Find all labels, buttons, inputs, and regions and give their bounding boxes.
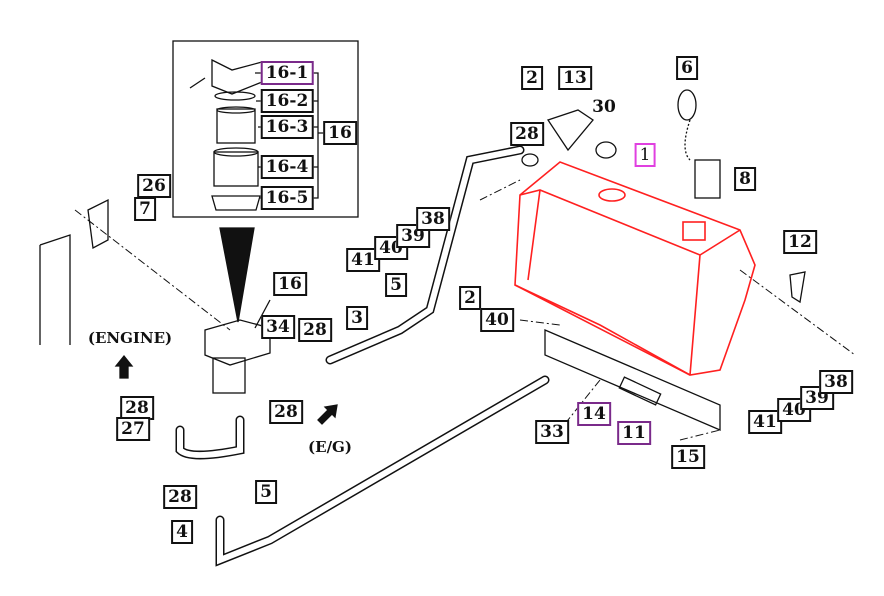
fuel-tank[interactable] <box>514 161 756 376</box>
bracket-7 <box>39 198 109 345</box>
fuel-cap <box>677 89 697 121</box>
strainer-8 <box>694 159 721 199</box>
callout-28[interactable]: 28 <box>298 318 332 342</box>
callout-16-3[interactable]: 16-3 <box>260 115 314 139</box>
callout-16[interactable]: 16 <box>273 272 307 296</box>
callout-3[interactable]: 3 <box>346 306 368 330</box>
callout-33[interactable]: 33 <box>535 420 569 444</box>
rail-14 <box>544 329 721 431</box>
engine-annotation: (ENGINE) <box>87 329 173 347</box>
callout-16-4[interactable]: 16-4 <box>260 155 314 179</box>
callout-26[interactable]: 26 <box>137 174 171 198</box>
callout-27[interactable]: 27 <box>116 417 150 441</box>
eg-annotation: (E/G) <box>308 438 352 456</box>
fuel-hoses <box>175 145 550 567</box>
bracket-13 <box>546 109 594 152</box>
callout-34[interactable]: 34 <box>261 315 295 339</box>
callout-5[interactable]: 5 <box>255 480 277 504</box>
callout-6[interactable]: 6 <box>676 56 698 80</box>
callout-40[interactable]: 40 <box>480 308 514 332</box>
callout-2[interactable]: 2 <box>521 66 543 90</box>
callout-16-1[interactable]: 16-1 <box>260 61 314 85</box>
engine-arrow-icon <box>114 354 134 379</box>
callout-28[interactable]: 28 <box>163 485 197 509</box>
callout-12[interactable]: 12 <box>783 230 817 254</box>
callout-41[interactable]: 41 <box>748 410 782 434</box>
callout-4[interactable]: 4 <box>171 520 193 544</box>
callout-2[interactable]: 2 <box>459 286 481 310</box>
callout-7[interactable]: 7 <box>134 197 156 221</box>
plate-12 <box>789 271 806 304</box>
callout-5[interactable]: 5 <box>385 273 407 297</box>
callout-13[interactable]: 13 <box>558 66 592 90</box>
filter-inset-frame <box>172 40 359 218</box>
callout-28[interactable]: 28 <box>510 122 544 146</box>
callout-16-group[interactable]: 16 <box>323 121 357 145</box>
eg-arrow-icon <box>317 404 338 425</box>
callout-28[interactable]: 28 <box>269 400 303 424</box>
callout-41[interactable]: 41 <box>346 248 380 272</box>
callout-16-5[interactable]: 16-5 <box>260 186 314 210</box>
callout-38[interactable]: 38 <box>416 207 450 231</box>
callout-8[interactable]: 8 <box>734 167 756 191</box>
callout-16-2[interactable]: 16-2 <box>260 89 314 113</box>
callout-14[interactable]: 14 <box>577 402 611 426</box>
part-11 <box>618 376 662 406</box>
callout-30[interactable]: 30 <box>592 97 616 117</box>
callout-40[interactable]: 40 <box>777 398 811 422</box>
callout-15[interactable]: 15 <box>671 445 705 469</box>
direction-arrow <box>219 227 255 323</box>
callout-1-fuel-tank[interactable]: 1 <box>634 143 656 167</box>
callout-28[interactable]: 28 <box>120 396 154 420</box>
fuel-filter-assembly <box>204 299 271 394</box>
callout-38[interactable]: 38 <box>819 370 853 394</box>
callout-11[interactable]: 11 <box>617 421 651 445</box>
